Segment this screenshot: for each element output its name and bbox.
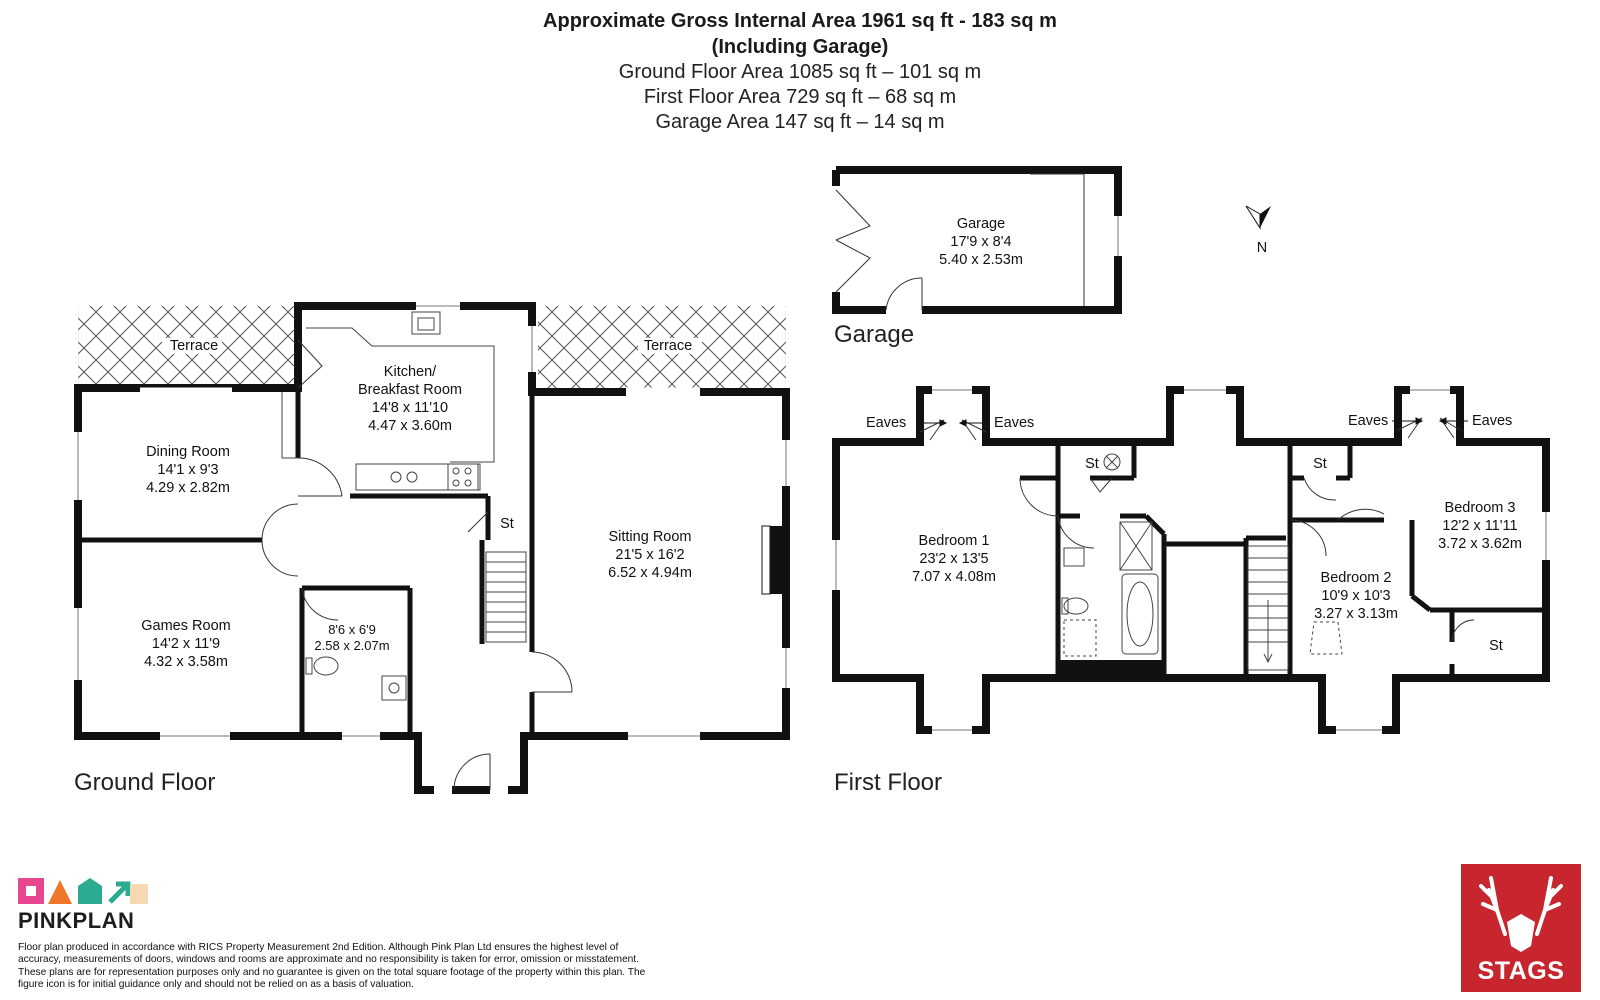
ground-floor-plan bbox=[73, 301, 791, 795]
garage-floor-label: Garage bbox=[834, 321, 914, 348]
stags-logo: STAGS bbox=[1461, 864, 1581, 992]
bed2-metric: 3.27 x 3.13m bbox=[1314, 606, 1398, 622]
games-imperial: 14'2 x 11'9 bbox=[152, 636, 220, 652]
eaves-label-3: Eaves bbox=[1348, 413, 1388, 429]
north-compass-icon bbox=[1245, 205, 1271, 230]
garage-plan bbox=[832, 166, 1123, 314]
pinkplan-wordmark: PINKPLAN bbox=[18, 908, 135, 933]
bed2-imperial: 10'9 x 10'3 bbox=[1321, 588, 1390, 604]
games-name: Games Room bbox=[141, 618, 230, 634]
bed1-name: Bedroom 1 bbox=[919, 533, 990, 549]
utility-imperial: 8'6 x 6'9 bbox=[328, 622, 376, 637]
utility-metric: 2.58 x 2.07m bbox=[314, 638, 389, 653]
store-first-3-label: St bbox=[1489, 638, 1503, 654]
kitchen-name: Kitchen/ bbox=[384, 364, 437, 380]
sitting-name: Sitting Room bbox=[608, 529, 691, 545]
kitchen-metric: 4.47 x 3.60m bbox=[368, 418, 452, 434]
first-floor-plan bbox=[831, 385, 1551, 735]
bed2-name: Bedroom 2 bbox=[1321, 570, 1392, 586]
eaves-label-4: Eaves bbox=[1472, 413, 1512, 429]
garage-area: Garage Area 147 sq ft – 14 sq m bbox=[655, 111, 945, 133]
first-floor-label: First Floor bbox=[834, 769, 942, 796]
store-ground-label: St bbox=[500, 516, 514, 532]
first-floor-area: First Floor Area 729 sq ft – 68 sq m bbox=[643, 86, 957, 108]
terrace-right-label: Terrace bbox=[644, 338, 692, 354]
eaves-label-1: Eaves bbox=[866, 415, 906, 431]
ground-floor-label: Ground Floor bbox=[74, 769, 215, 796]
stag-head-icon bbox=[1479, 876, 1563, 952]
bed3-name: Bedroom 3 bbox=[1445, 500, 1516, 516]
terrace-left-label: Terrace bbox=[170, 338, 218, 354]
kitchen-imperial: 14'8 x 11'10 bbox=[372, 400, 448, 416]
gross-area-title: Approximate Gross Internal Area 1961 sq … bbox=[543, 10, 1057, 32]
pinkplan-logo-icon bbox=[18, 878, 148, 904]
kitchen-name-line2: Breakfast Room bbox=[358, 382, 462, 398]
dining-imperial: 14'1 x 9'3 bbox=[157, 462, 218, 478]
eaves-label-2: Eaves bbox=[994, 415, 1034, 431]
pinkplan-logo: PINKPLAN bbox=[18, 876, 148, 933]
games-metric: 4.32 x 3.58m bbox=[144, 654, 228, 670]
sitting-imperial: 21'5 x 16'2 bbox=[615, 547, 684, 563]
bed3-imperial: 12'2 x 11'11 bbox=[1442, 518, 1517, 534]
ground-outer-walls bbox=[74, 302, 790, 794]
first-outer-walls bbox=[832, 386, 1550, 734]
bed1-metric: 7.07 x 4.08m bbox=[912, 569, 996, 585]
bed1-imperial: 23'2 x 13'5 bbox=[919, 551, 988, 567]
stags-wordmark: STAGS bbox=[1477, 957, 1565, 985]
bed3-metric: 3.72 x 3.62m bbox=[1438, 536, 1522, 552]
disclaimer-text: Floor plan produced in accordance with R… bbox=[18, 942, 646, 991]
area-summary: Approximate Gross Internal Area 1961 sq … bbox=[0, 8, 1600, 135]
dining-metric: 4.29 x 2.82m bbox=[146, 480, 230, 496]
ground-floor-area: Ground Floor Area 1085 sq ft – 101 sq m bbox=[618, 61, 982, 83]
garage-metric: 5.40 x 2.53m bbox=[939, 252, 1023, 268]
store-first-2-label: St bbox=[1313, 456, 1327, 472]
compass-label: N bbox=[1257, 240, 1267, 256]
dining-name: Dining Room bbox=[146, 444, 230, 460]
garage-imperial: 17'9 x 8'4 bbox=[950, 234, 1011, 250]
store-first-1-label: St bbox=[1085, 456, 1099, 472]
garage-name: Garage bbox=[957, 216, 1005, 232]
including-garage-note: (Including Garage) bbox=[711, 36, 889, 58]
sitting-metric: 6.52 x 4.94m bbox=[608, 565, 692, 581]
